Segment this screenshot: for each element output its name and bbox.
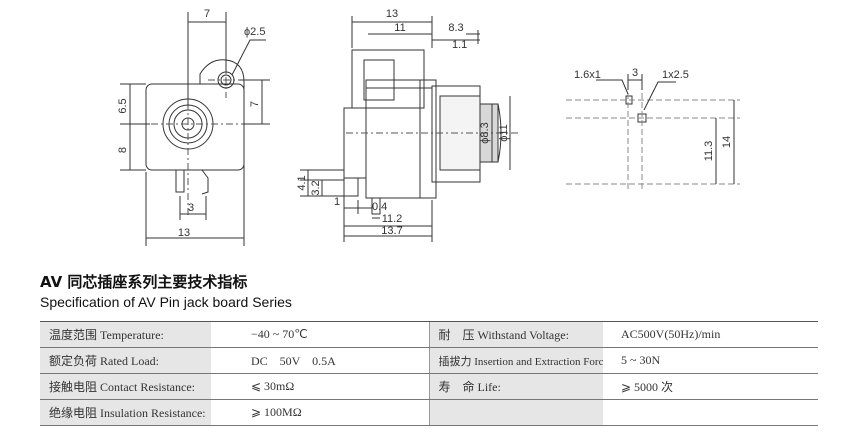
spec-value: ⩽ 30mΩ bbox=[211, 373, 429, 400]
spec-label: 绝缘电阻 Insulation Resistance: bbox=[40, 399, 211, 426]
dim-pcb-hole-spacing: 3 bbox=[632, 67, 638, 79]
technical-drawing: 7 ϕ2.5 6.5 8 7 3 13 13 11 8.3 1.1 ϕ8.3 ϕ… bbox=[117, 8, 740, 246]
dim-front-left-upper: 6.5 bbox=[117, 98, 129, 113]
dim-side-small-offset: 1.1 bbox=[452, 39, 467, 51]
dim-side-top-overall: 13 bbox=[386, 8, 398, 20]
table-row: 温度范围 Temperature: −40 ~ 70℃ 耐 压 Withstan… bbox=[40, 321, 818, 348]
table-row: 绝缘电阻 Insulation Resistance: ⩾ 100MΩ bbox=[40, 399, 818, 426]
dim-front-right: 7 bbox=[249, 101, 261, 107]
dim-side-top-inner: 11 bbox=[394, 22, 405, 34]
spec-label bbox=[428, 399, 603, 426]
dim-pcb-hole-label-2: 1x2.5 bbox=[662, 69, 689, 81]
spec-value: 5 ~ 30N bbox=[603, 347, 818, 374]
dim-side-pin-1: 1 bbox=[334, 196, 340, 208]
spec-label: 耐 压 Withstand Voltage: bbox=[428, 321, 603, 348]
dim-front-hole-dia: ϕ2.5 bbox=[244, 26, 265, 38]
spec-label: 寿 命 Life: bbox=[428, 373, 603, 400]
dim-side-dia-inner: ϕ8.3 bbox=[479, 122, 491, 143]
dim-front-pin-spacing: 3 bbox=[188, 202, 194, 214]
front-view bbox=[120, 12, 270, 246]
spec-label: 温度范围 Temperature: bbox=[40, 321, 211, 348]
dim-side-top-right: 8.3 bbox=[448, 22, 463, 34]
dim-front-width-top: 7 bbox=[204, 8, 210, 20]
dim-front-left-lower: 8 bbox=[117, 147, 129, 153]
dim-pcb-hole-label-1: 1.6x1 bbox=[574, 69, 601, 81]
spec-label: 插拔力 Insertion and Extraction Force: bbox=[428, 347, 603, 374]
dim-pcb-height-113: 11.3 bbox=[703, 141, 715, 162]
spec-value: ⩾ 5000 次 bbox=[603, 373, 818, 400]
spec-value bbox=[603, 399, 818, 426]
dim-side-bottom-112: 11.2 bbox=[382, 213, 403, 225]
dim-side-41: 4.1 bbox=[296, 175, 308, 190]
spec-label: 额定负荷 Rated Load: bbox=[40, 347, 211, 374]
spec-label: 接触电阻 Contact Resistance: bbox=[40, 373, 211, 400]
table-row: 额定负荷 Rated Load: DC 50V 0.5A 插拔力 Inserti… bbox=[40, 347, 818, 374]
spec-value: −40 ~ 70℃ bbox=[211, 321, 429, 348]
spec-value: ⩾ 100MΩ bbox=[211, 399, 429, 426]
dim-side-bottom-137: 13.7 bbox=[381, 225, 402, 237]
spec-heading-cn: AV 同芯插座系列主要技术指标 bbox=[40, 273, 248, 291]
spec-heading-en: Specification of AV Pin jack board Serie… bbox=[40, 294, 292, 310]
spec-value: AC500V(50Hz)/min bbox=[603, 321, 818, 348]
spec-value: DC 50V 0.5A bbox=[211, 347, 429, 374]
dim-side-dia-outer: ϕ11 bbox=[498, 124, 510, 142]
spec-table: 温度范围 Temperature: −40 ~ 70℃ 耐 压 Withstan… bbox=[40, 321, 818, 426]
table-row: 接触电阻 Contact Resistance: ⩽ 30mΩ 寿 命 Life… bbox=[40, 373, 818, 400]
dim-side-pin-04: 0.4 bbox=[372, 201, 387, 213]
dim-front-overall-width: 13 bbox=[178, 227, 190, 239]
dim-pcb-height-14: 14 bbox=[721, 136, 733, 148]
side-view bbox=[300, 16, 520, 242]
pcb-layout bbox=[566, 74, 740, 190]
dim-side-32: 3.2 bbox=[310, 180, 322, 195]
